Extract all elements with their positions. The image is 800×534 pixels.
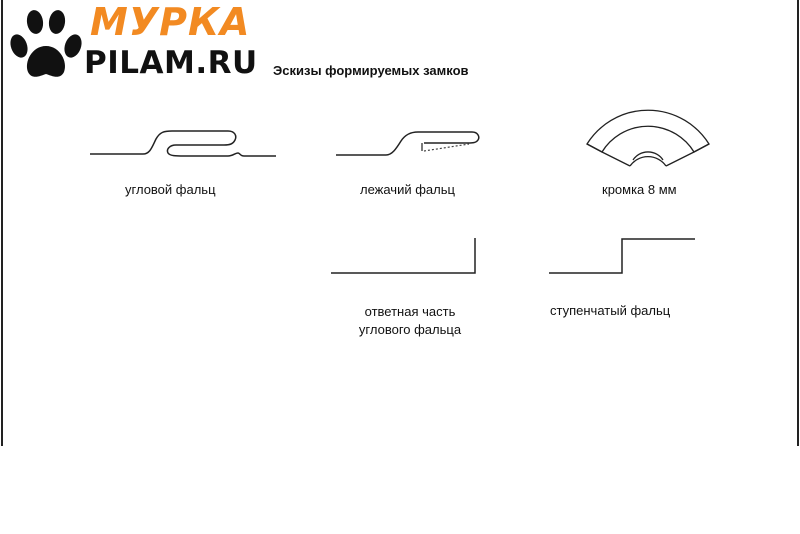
site-logo[interactable]: МУРКА PILAM.RU bbox=[4, 0, 264, 82]
edge-sketch bbox=[585, 104, 715, 170]
corner-seam-sketch bbox=[88, 125, 278, 165]
logo-bottom-text: PILAM.RU bbox=[84, 45, 258, 81]
counter-part-label: ответная часть углового фальца bbox=[335, 303, 485, 339]
counter-part-sketch bbox=[330, 236, 480, 278]
edge-label: кромка 8 мм bbox=[602, 182, 677, 197]
counter-part-label-line1: ответная часть bbox=[364, 304, 456, 319]
logo-top-text: МУРКА bbox=[90, 0, 251, 44]
step-seam-sketch bbox=[548, 236, 698, 278]
counter-part-label-line2: углового фальца bbox=[358, 322, 462, 337]
step-seam-label: ступенчатый фальц bbox=[550, 303, 671, 318]
corner-seam-label: угловой фальц bbox=[125, 182, 216, 197]
flat-seam-label: лежачий фальц bbox=[360, 182, 455, 197]
frame-left-border bbox=[1, 0, 3, 446]
page-title: Эскизы формируемых замков bbox=[273, 63, 469, 78]
flat-seam-sketch bbox=[334, 125, 484, 161]
paw-icon bbox=[10, 10, 82, 77]
frame-right-border bbox=[797, 0, 799, 446]
